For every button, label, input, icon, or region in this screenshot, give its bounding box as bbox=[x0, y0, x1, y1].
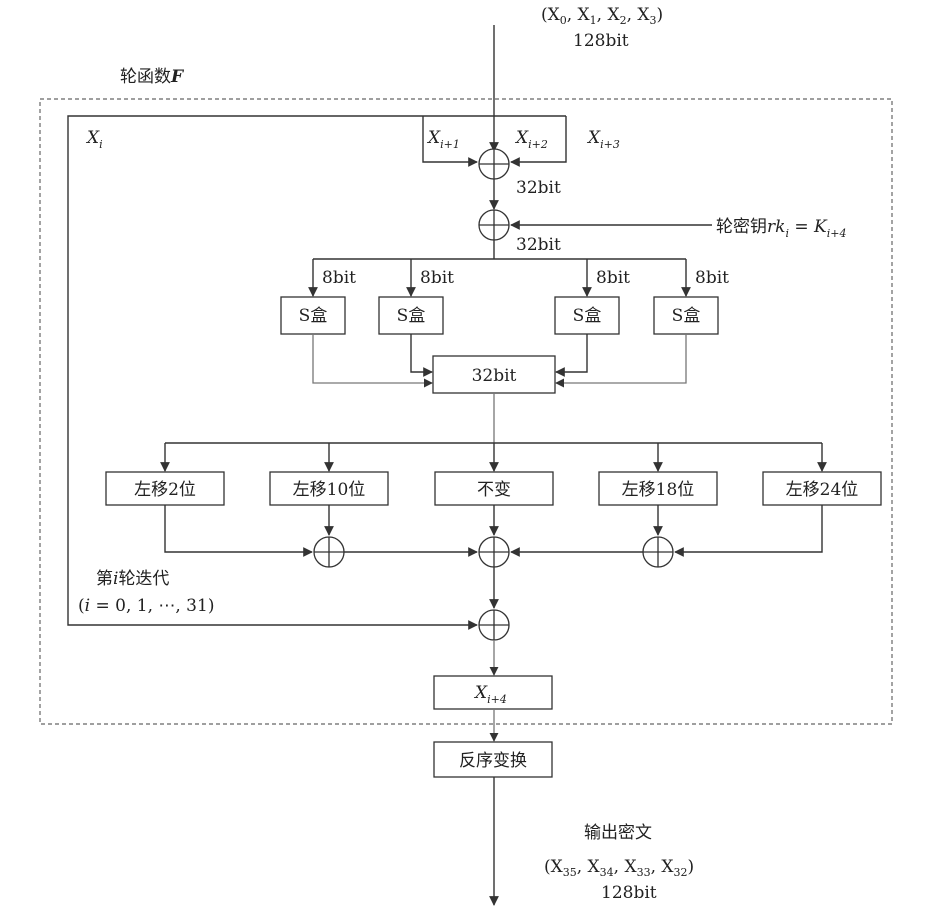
shift-box-0: 左移2位 bbox=[105, 471, 225, 506]
iteration-label-line1: 第i轮迭代 bbox=[96, 569, 169, 589]
svg-text:不变: 不变 bbox=[477, 480, 511, 500]
xor-final-node bbox=[478, 609, 510, 641]
xi3-label: Xi+3 bbox=[586, 128, 620, 151]
svg-text:32bit: 32bit bbox=[472, 366, 517, 386]
svg-text:左移2位: 左移2位 bbox=[134, 480, 196, 500]
input-bits-label: 128bit bbox=[573, 31, 629, 51]
byte-label-3: 8bit bbox=[695, 268, 729, 288]
xi2-path bbox=[510, 116, 567, 167]
svg-text:左移18位: 左移18位 bbox=[622, 480, 695, 500]
svg-text:S盒: S盒 bbox=[573, 306, 602, 326]
round-function-frame bbox=[39, 98, 893, 725]
xi-label: Xi bbox=[85, 128, 103, 151]
width-label-2: 32bit bbox=[516, 235, 561, 255]
round-function-title: 轮函数F bbox=[120, 67, 185, 87]
concat-box: 32bit bbox=[432, 355, 556, 394]
xor-shift-left-node bbox=[313, 536, 345, 568]
iteration-label-line2: (i = 0, 1, ⋯, 31) bbox=[78, 596, 214, 616]
svg-text:S盒: S盒 bbox=[672, 306, 701, 326]
xor-state-node bbox=[478, 148, 510, 180]
svg-text:S盒: S盒 bbox=[397, 306, 426, 326]
xi2-label: Xi+2 bbox=[514, 128, 548, 151]
xor-shift-right-node bbox=[642, 536, 674, 568]
output-vector-label: (X35, X34, X33, X32) bbox=[544, 857, 694, 879]
byte-label-0: 8bit bbox=[322, 268, 356, 288]
sbox-2: S盒 bbox=[554, 296, 620, 335]
sbox-out-3 bbox=[555, 334, 687, 388]
shift-box-4: 左移24位 bbox=[762, 471, 882, 506]
shift-out-0 bbox=[164, 505, 313, 557]
round-key-label: 轮密钥rki = Ki+4 bbox=[716, 217, 846, 240]
svg-text:左移24位: 左移24位 bbox=[786, 480, 859, 500]
svg-text:左移10位: 左移10位 bbox=[293, 480, 366, 500]
xor-roundkey-node bbox=[478, 209, 510, 241]
sbox-0: S盒 bbox=[280, 296, 346, 335]
sbox-out-1 bbox=[410, 334, 433, 377]
svg-text:S盒: S盒 bbox=[299, 306, 328, 326]
reverse-transform-box: 反序变换 bbox=[433, 741, 553, 778]
sbox-out-0 bbox=[312, 334, 433, 388]
output-bits-label: 128bit bbox=[601, 883, 657, 903]
sbox-1: S盒 bbox=[378, 296, 444, 335]
shift-box-1: 左移10位 bbox=[269, 471, 389, 506]
svg-text:反序变换: 反序变换 bbox=[459, 751, 527, 771]
width-label-1: 32bit bbox=[516, 178, 561, 198]
output-title: 输出密文 bbox=[584, 823, 652, 843]
byte-label-2: 8bit bbox=[596, 268, 630, 288]
sbox-out-2 bbox=[555, 334, 588, 377]
input-vector-label: (X0, X1, X2, X3) bbox=[541, 5, 663, 27]
xi1-label: Xi+1 bbox=[426, 128, 460, 151]
xor-shift-center-node bbox=[478, 536, 510, 568]
xi4-box: Xi+4 bbox=[433, 675, 553, 710]
byte-label-1: 8bit bbox=[420, 268, 454, 288]
svg-text:Xi+4: Xi+4 bbox=[473, 683, 507, 706]
sbox-3: S盒 bbox=[653, 296, 719, 335]
xi-feedback-path bbox=[67, 115, 478, 630]
shift-box-2: 不变 bbox=[434, 471, 554, 506]
shift-box-3: 左移18位 bbox=[598, 471, 718, 506]
xi1-path bbox=[422, 116, 478, 167]
shift-out-4 bbox=[674, 505, 823, 557]
